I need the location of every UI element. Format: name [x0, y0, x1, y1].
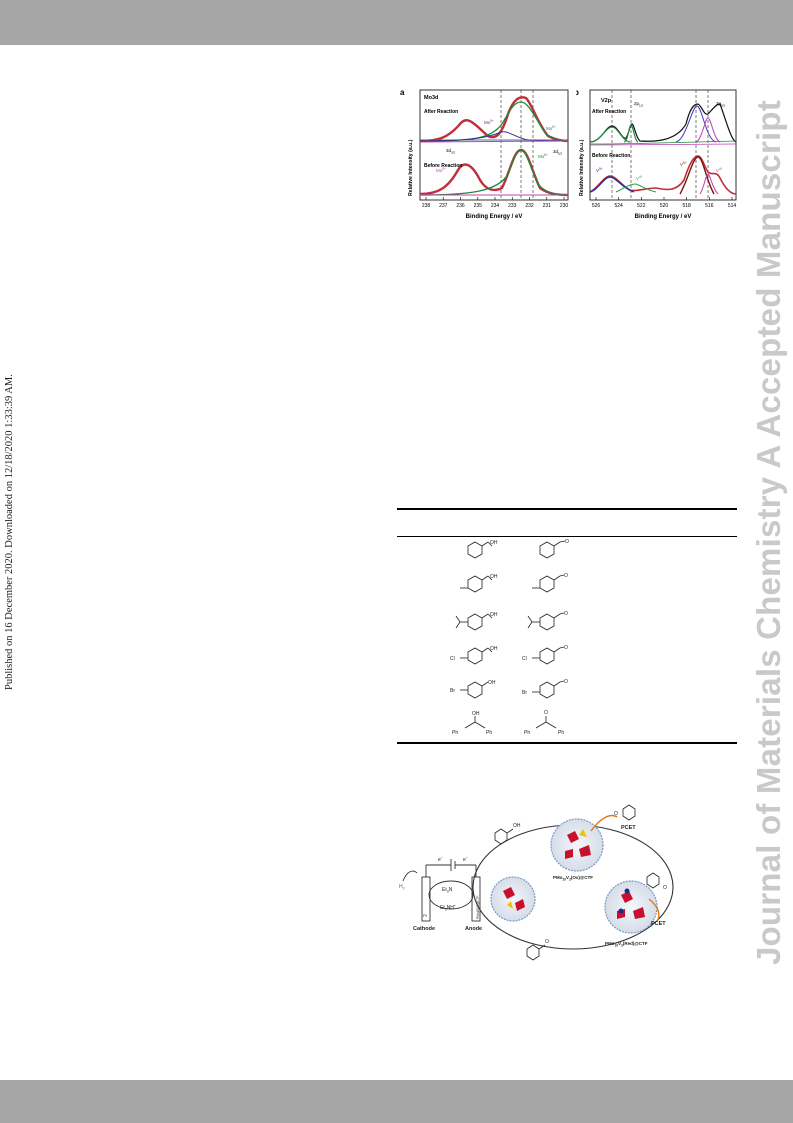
x-tick-labels: 526 524 522 520 518 516 514	[592, 197, 737, 209]
carbonyl-label: O	[564, 573, 568, 579]
oxidized-catalyst-label: PMo10V2(Ox)@CTF	[553, 875, 593, 882]
bromo-label: Br	[450, 688, 455, 694]
chloro-label: Cl	[450, 656, 455, 662]
hydroxyl-label: OH	[490, 574, 498, 580]
carbonyl-label: O	[565, 539, 569, 545]
oxygen-label: O	[663, 885, 667, 891]
v4-right-label: V4+	[716, 167, 723, 173]
xps-mo3d-panel: a Mo3d After Reaction Before Reaction Mo…	[400, 88, 569, 220]
header-band	[0, 0, 793, 45]
catalyst-cluster-ox	[550, 818, 604, 872]
carbonyl-label: O	[564, 679, 568, 685]
x-axis-label: Binding Energy / eV	[466, 214, 523, 220]
electrocatalysis-scheme: e− e− Et3N Et3NH+ H2 Pt PMo10V2@CTF Cath…	[399, 804, 674, 961]
v5-label: V5+	[596, 167, 603, 173]
x-tick-labels: 238 237 236 235 234 233 232 231 230	[422, 197, 569, 209]
carbonyl-label: O	[564, 645, 568, 651]
x-axis-label: Binding Energy / eV	[635, 214, 692, 220]
mo5-label: Mo5+	[484, 119, 494, 125]
pcet-label: PCET	[621, 825, 636, 831]
phenyl-label: Ph	[486, 730, 492, 736]
x-tick-label: 234	[491, 203, 500, 209]
y-axis-label: Relative Intensity (a.u.)	[408, 139, 414, 196]
circuit	[402, 859, 481, 922]
x-tick-label: 232	[525, 203, 534, 209]
x-tick-label: 233	[508, 203, 517, 209]
y-axis-label: Relative Intensity (a.u.)	[579, 139, 585, 196]
hydroxyl-label: OH	[490, 646, 498, 652]
before-reaction-fit-curve	[419, 148, 569, 197]
table-header-rule	[397, 536, 737, 537]
carbonyl-label: O	[564, 611, 568, 617]
x-tick-label: 524	[614, 203, 623, 209]
x-tick-label: 522	[637, 203, 646, 209]
substrate-table-structures: OH O OH O OH O Cl OH Cl O Br OH Br O OH …	[450, 539, 569, 736]
after-reaction-label: After Reaction	[424, 109, 458, 115]
orbital-2p12-label: 2p1/2	[634, 101, 644, 108]
reduced-catalyst-label: PMo10V2(Red)@CTF	[605, 941, 648, 948]
pt-label: Pt	[423, 913, 428, 918]
bromo-label: Br	[522, 690, 527, 696]
footer-band	[0, 1080, 793, 1123]
orbital-3d32-label: 3d3/2	[446, 148, 456, 155]
anode-electrode-label: PMo10V2@CTF	[476, 896, 480, 919]
v5-right-label: V5+	[680, 161, 687, 167]
phenyl-label: Ph	[558, 730, 564, 736]
hydroxyl-label: OH	[513, 823, 521, 829]
electron-label: e−	[438, 856, 443, 863]
panel-letter: b	[576, 88, 579, 97]
chloro-label: Cl	[522, 656, 527, 662]
x-tick-label: 514	[728, 203, 737, 209]
mo6-before-label: Mo6+	[538, 153, 548, 159]
element-label: V2p	[601, 98, 612, 104]
cathode-label: Cathode	[413, 926, 435, 932]
x-tick-label: 516	[705, 203, 714, 209]
accepted-manuscript-watermark: Journal of Materials Chemistry A Accepte…	[750, 100, 787, 965]
before-reaction-label: Before Reaction	[592, 153, 630, 159]
x-tick-label: 237	[439, 203, 448, 209]
hydroxyl-label: OH	[490, 540, 498, 546]
x-tick-label: 230	[560, 203, 569, 209]
h2-label: H2	[399, 884, 405, 891]
x-tick-label: 231	[543, 203, 552, 209]
phenyl-label: Ph	[452, 730, 458, 736]
element-label: Mo3d	[424, 95, 438, 101]
phenyl-label: Ph	[524, 730, 530, 736]
panel-letter: a	[400, 88, 405, 97]
et3nh-label: Et3NH+	[440, 904, 456, 912]
before-reaction-fit-curve	[589, 155, 737, 195]
pcet-label: PCET	[651, 921, 666, 927]
catalyst-cluster-anode	[490, 876, 536, 922]
oxygen-label: O	[614, 811, 618, 817]
after-reaction-label: After Reaction	[592, 109, 626, 115]
orbital-2p32-label: 2p3/2	[716, 101, 726, 108]
x-tick-label: 526	[592, 203, 601, 209]
xps-v2p-panel: b V2p 2p1/2 2p3/2 After Reaction Before …	[576, 88, 737, 220]
publication-note: Published on 16 December 2020. Downloade…	[4, 374, 15, 690]
hydroxyl-label: OH	[472, 711, 480, 717]
x-tick-label: 518	[682, 203, 691, 209]
carbonyl-label: O	[544, 710, 548, 716]
anode-label: Anode	[465, 926, 482, 932]
x-tick-label: 238	[422, 203, 431, 209]
mo6-label: Mo6+	[546, 125, 556, 131]
mo5-before-label: Mo5+	[436, 167, 446, 173]
orbital-3d52-label: 3d5/2	[553, 149, 563, 156]
hydroxyl-label: OH	[490, 612, 498, 618]
x-tick-label: 235	[474, 203, 483, 209]
table-top-rule	[397, 508, 737, 510]
table-bottom-rule	[397, 742, 737, 744]
et3n-label: Et3N	[442, 887, 453, 894]
x-tick-label: 236	[456, 203, 465, 209]
mo6-component-curve	[419, 101, 569, 142]
oxygen-label: O	[545, 939, 549, 945]
plot-frame	[419, 89, 569, 201]
hydroxyl-label: OH	[488, 680, 496, 686]
catalyst-cluster-red	[604, 880, 658, 934]
x-tick-label: 520	[660, 203, 669, 209]
before-reaction-label: Before Reaction	[424, 163, 462, 169]
electron-label: e−	[463, 856, 468, 863]
v4-label: V4+	[636, 175, 643, 181]
